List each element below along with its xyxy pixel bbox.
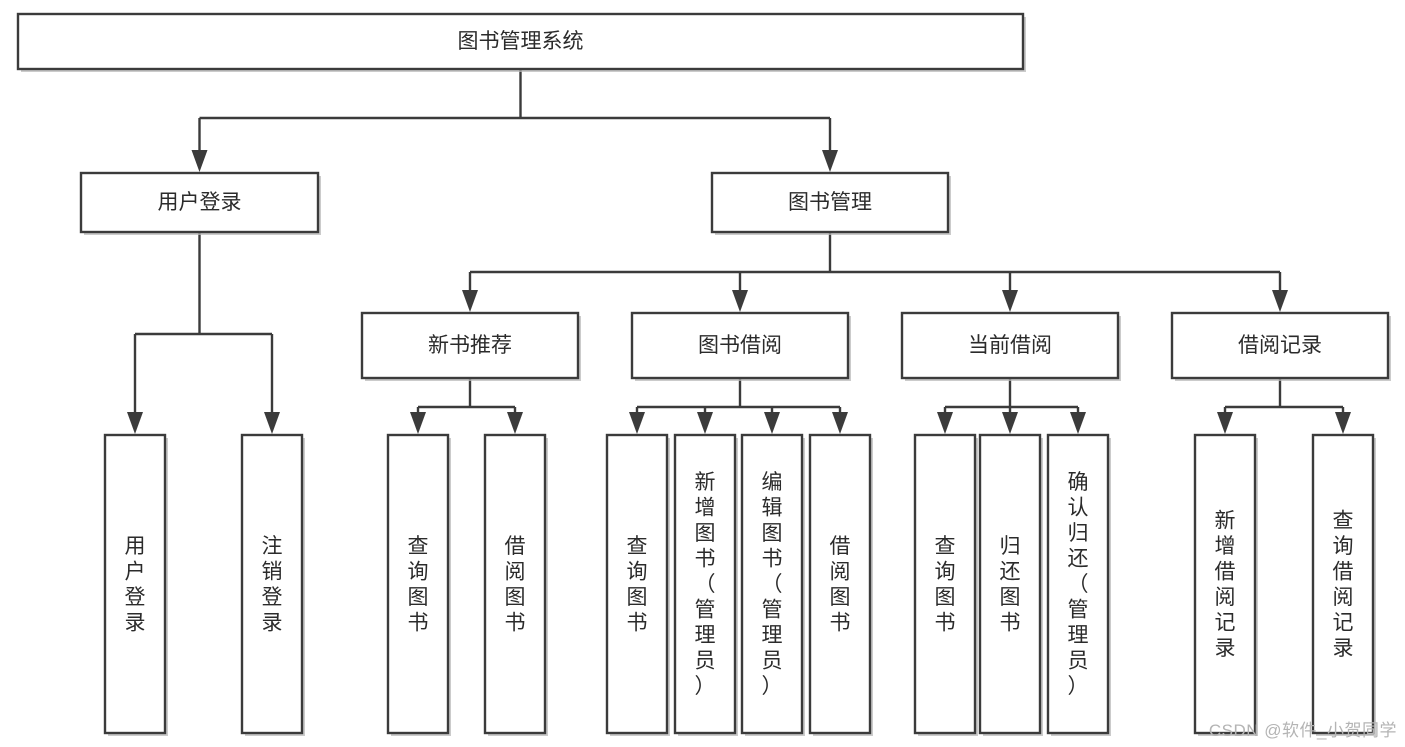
node-box: [483, 433, 547, 735]
node-label: 新增借阅记录: [1215, 509, 1236, 660]
node-leaf-borrow-book-2[interactable]: 借阅图书: [808, 433, 873, 736]
node-leaf-add-book[interactable]: 新增图书（管理员）: [673, 433, 738, 736]
node-leaf-logout[interactable]: 注销登录: [240, 433, 305, 736]
arrow-head-icon: [264, 412, 280, 434]
node-box: [16, 12, 1025, 71]
node-label: 图书管理: [788, 191, 872, 214]
node-box: [673, 433, 737, 735]
node-leaf-query-record[interactable]: 查询借阅记录: [1311, 433, 1376, 736]
node-box: [710, 171, 950, 234]
arrow-head-icon: [822, 150, 838, 172]
node-leaf-add-record[interactable]: 新增借阅记录: [1193, 433, 1258, 736]
arrow-head-icon: [127, 412, 143, 434]
node-label: 确认归还（管理员）: [1068, 471, 1089, 698]
node-borrow-record[interactable]: 借阅记录: [1170, 311, 1391, 381]
node-label: 借阅图书: [505, 535, 526, 635]
arrow-head-icon: [1070, 412, 1086, 434]
node-leaf-edit-book[interactable]: 编辑图书（管理员）: [740, 433, 805, 736]
node-label: 查询图书: [408, 535, 429, 635]
node-current-borrow[interactable]: 当前借阅: [900, 311, 1121, 381]
node-label: 注销登录: [262, 535, 283, 635]
node-label: 借阅记录: [1238, 334, 1322, 357]
node-box: [1170, 311, 1390, 380]
node-box: [79, 171, 320, 234]
node-box: [630, 311, 850, 380]
node-box: [740, 433, 804, 735]
node-label: 图书管理系统: [458, 30, 584, 53]
node-leaf-query-book-2[interactable]: 查询图书: [605, 433, 670, 736]
node-leaf-return-book[interactable]: 归还图书: [978, 433, 1043, 736]
arrow-head-icon: [764, 412, 780, 434]
node-box: [240, 433, 304, 735]
node-box: [386, 433, 450, 735]
node-leaf-user-login[interactable]: 用户登录: [103, 433, 168, 736]
node-box: [103, 433, 167, 735]
arrow-head-icon: [732, 290, 748, 312]
node-leaf-query-book-3[interactable]: 查询图书: [913, 433, 978, 736]
node-label: 借阅图书: [830, 535, 851, 635]
csdn-watermark: CSDN @软件_小贺同学: [1208, 721, 1397, 740]
node-label: 编辑图书（管理员）: [762, 471, 783, 698]
arrow-head-icon: [629, 412, 645, 434]
node-box: [1046, 433, 1110, 735]
node-book-manage[interactable]: 图书管理: [710, 171, 951, 235]
node-box: [808, 433, 872, 735]
node-label: 新书推荐: [428, 334, 512, 357]
arrow-head-icon: [410, 412, 426, 434]
arrow-head-icon: [1002, 412, 1018, 434]
node-box: [1193, 433, 1257, 735]
arrow-head-icon: [191, 150, 208, 172]
arrow-head-icon: [507, 412, 523, 434]
node-box: [978, 433, 1042, 735]
arrow-head-icon: [1335, 412, 1351, 434]
node-box: [913, 433, 977, 735]
node-box: [360, 311, 580, 380]
node-box: [605, 433, 669, 735]
node-leaf-borrow-book-1[interactable]: 借阅图书: [483, 433, 548, 736]
arrow-head-icon: [697, 412, 713, 434]
node-leaf-confirm-return[interactable]: 确认归还（管理员）: [1046, 433, 1111, 736]
arrow-head-icon: [1272, 290, 1288, 312]
node-label: 查询图书: [935, 535, 956, 635]
connector-layer: [127, 69, 1351, 434]
arrow-head-icon: [462, 290, 478, 312]
node-label: 用户登录: [125, 535, 146, 635]
arrow-head-icon: [937, 412, 953, 434]
node-user-login[interactable]: 用户登录: [79, 171, 321, 235]
node-box: [1311, 433, 1375, 735]
node-box: [900, 311, 1120, 380]
arrow-head-icon: [832, 412, 848, 434]
node-leaf-query-book-1[interactable]: 查询图书: [386, 433, 451, 736]
node-root[interactable]: 图书管理系统: [16, 12, 1026, 72]
node-layer: 图书管理系统用户登录图书管理新书推荐图书借阅当前借阅借阅记录用户登录注销登录查询…: [16, 12, 1391, 736]
node-label: 归还图书: [1000, 535, 1021, 635]
node-label: 用户登录: [158, 191, 242, 214]
arrow-head-icon: [1002, 290, 1018, 312]
node-book-borrow[interactable]: 图书借阅: [630, 311, 851, 381]
node-new-book-rec[interactable]: 新书推荐: [360, 311, 581, 381]
arrow-head-icon: [1217, 412, 1233, 434]
node-label: 图书借阅: [698, 334, 782, 357]
node-label: 新增图书（管理员）: [695, 471, 716, 698]
node-label: 当前借阅: [968, 334, 1052, 357]
node-label: 查询借阅记录: [1333, 509, 1354, 660]
node-label: 查询图书: [627, 535, 648, 635]
